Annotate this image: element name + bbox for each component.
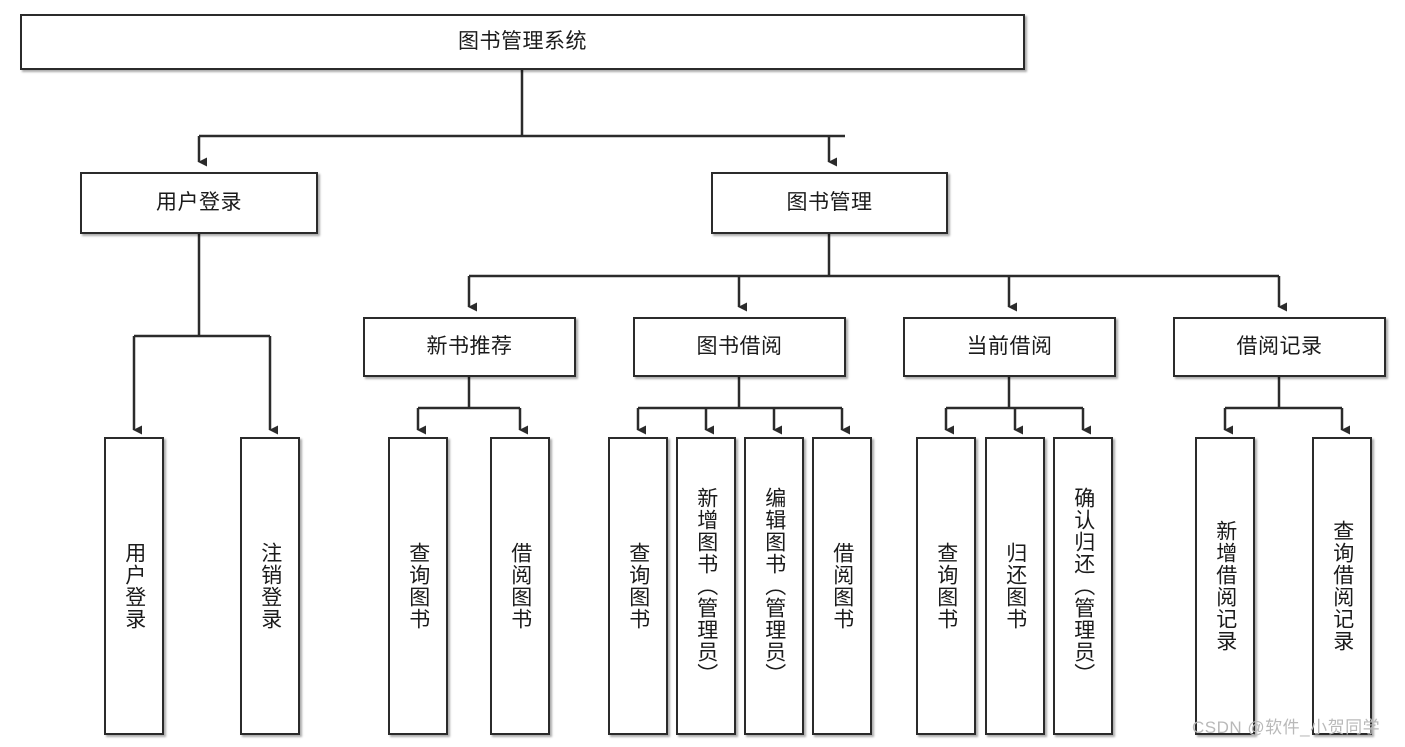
node-leaf-query-book-recommend-label: 查询图书 — [406, 542, 430, 630]
node-leaf-query-book-recommend[interactable]: 查询图书 — [388, 437, 448, 735]
node-borrow-record[interactable]: 借阅记录 — [1173, 317, 1386, 377]
node-leaf-query-book-borrow[interactable]: 查询图书 — [608, 437, 668, 735]
node-leaf-query-borrow-record-label: 查询借阅记录 — [1330, 520, 1354, 652]
node-leaf-add-borrow-record-label: 新增借阅记录 — [1213, 520, 1237, 652]
node-book-borrow-label: 图书借阅 — [696, 335, 783, 359]
node-book-manage[interactable]: 图书管理 — [711, 172, 948, 234]
node-leaf-return-book-label: 归还图书 — [1003, 542, 1027, 630]
node-book-borrow[interactable]: 图书借阅 — [633, 317, 846, 377]
node-new-book-recommend[interactable]: 新书推荐 — [363, 317, 576, 377]
node-root-label: 图书管理系统 — [458, 30, 587, 54]
node-leaf-user-logout[interactable]: 注销登录 — [240, 437, 300, 735]
node-leaf-edit-book[interactable]: 编辑图书（管理员） — [744, 437, 804, 735]
node-leaf-edit-book-label: 编辑图书（管理员） — [762, 487, 786, 685]
node-leaf-confirm-return-label: 确认归还（管理员） — [1071, 487, 1095, 685]
node-book-manage-label: 图书管理 — [786, 191, 873, 215]
node-leaf-query-book-borrow-label: 查询图书 — [626, 542, 650, 630]
node-borrow-record-label: 借阅记录 — [1236, 335, 1323, 359]
node-leaf-user-login-label: 用户登录 — [122, 542, 146, 630]
node-leaf-borrow-book-recommend-label: 借阅图书 — [508, 542, 532, 630]
node-leaf-add-book[interactable]: 新增图书（管理员） — [676, 437, 736, 735]
node-leaf-user-logout-label: 注销登录 — [258, 542, 282, 630]
node-leaf-borrow-book-label: 借阅图书 — [830, 542, 854, 630]
node-leaf-add-book-label: 新增图书（管理员） — [694, 487, 718, 685]
node-root[interactable]: 图书管理系统 — [20, 14, 1025, 70]
node-user-login-label: 用户登录 — [156, 191, 242, 215]
node-current-borrow-label: 当前借阅 — [966, 335, 1053, 359]
node-user-login[interactable]: 用户登录 — [80, 172, 318, 234]
node-leaf-confirm-return[interactable]: 确认归还（管理员） — [1053, 437, 1113, 735]
node-current-borrow[interactable]: 当前借阅 — [903, 317, 1116, 377]
csdn-watermark: CSDN @软件_小贺同学 — [1192, 718, 1381, 737]
node-leaf-borrow-book[interactable]: 借阅图书 — [812, 437, 872, 735]
node-leaf-query-book-current-label: 查询图书 — [934, 542, 958, 630]
node-leaf-borrow-book-recommend[interactable]: 借阅图书 — [490, 437, 550, 735]
node-leaf-query-borrow-record[interactable]: 查询借阅记录 — [1312, 437, 1372, 735]
node-new-book-recommend-label: 新书推荐 — [426, 335, 513, 359]
node-leaf-return-book[interactable]: 归还图书 — [985, 437, 1045, 735]
node-leaf-user-login[interactable]: 用户登录 — [104, 437, 164, 735]
node-leaf-add-borrow-record[interactable]: 新增借阅记录 — [1195, 437, 1255, 735]
node-leaf-query-book-current[interactable]: 查询图书 — [916, 437, 976, 735]
